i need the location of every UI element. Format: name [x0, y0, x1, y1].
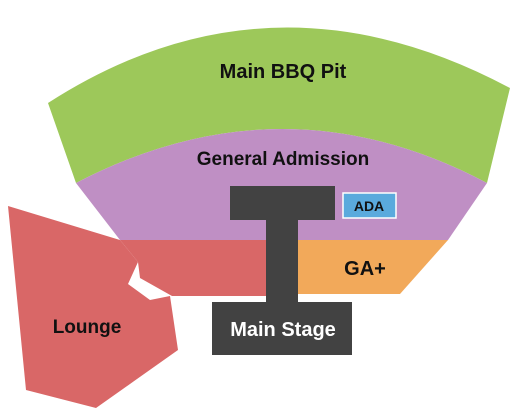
ga-plus-label: GA+ — [344, 258, 386, 280]
main-stage — [212, 186, 352, 355]
general-admission-label: General Admission — [197, 149, 369, 170]
ada-label: ADA — [354, 198, 384, 214]
section-ada[interactable] — [342, 192, 397, 219]
section-lounge-connector[interactable] — [120, 240, 268, 296]
section-main-bbq-pit[interactable] — [48, 27, 510, 183]
lounge-label: Lounge — [53, 317, 122, 338]
main-stage-label: Main Stage — [230, 319, 336, 341]
main-bbq-pit-label: Main BBQ Pit — [220, 61, 347, 83]
section-lounge[interactable] — [8, 206, 178, 408]
section-ga-plus[interactable] — [298, 240, 448, 294]
